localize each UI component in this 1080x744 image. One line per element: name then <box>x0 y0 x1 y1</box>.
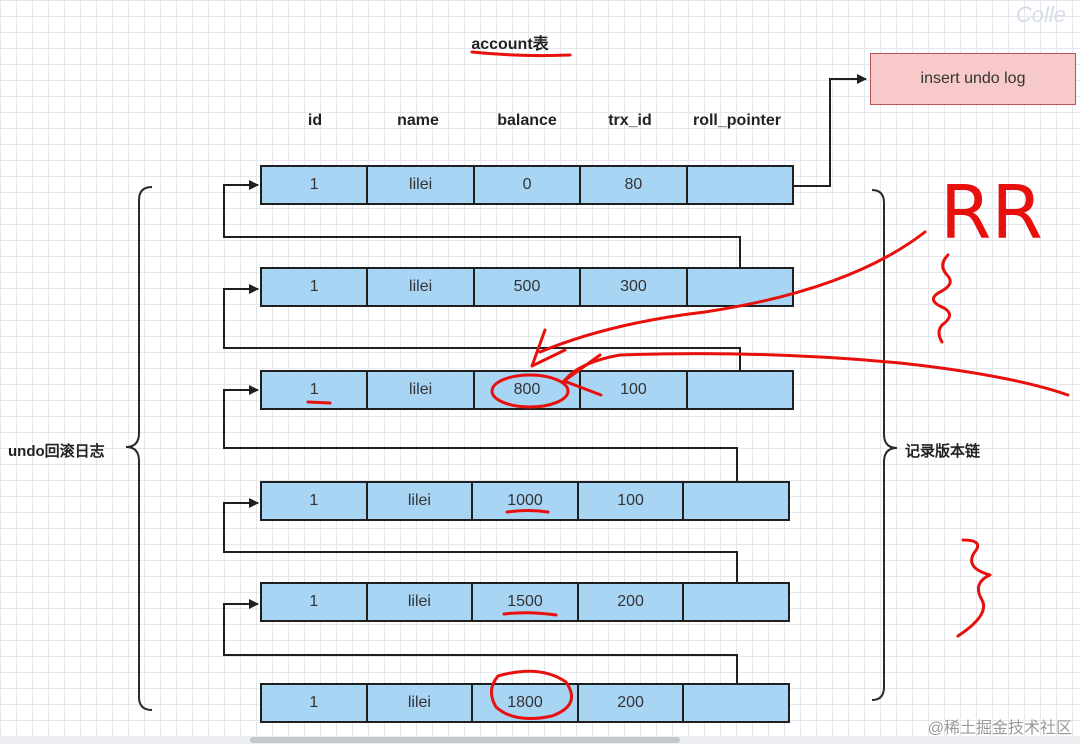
circle-1800 <box>490 669 574 720</box>
roll-pointer-connectors <box>223 74 867 683</box>
connector-row2-to-row1 <box>223 180 741 267</box>
curve-from-rr <box>538 230 927 354</box>
underline-title <box>470 50 572 58</box>
squiggle-rr <box>932 253 952 344</box>
column-header-trx-id: trx_id <box>608 112 652 129</box>
connector-row6-to-row5 <box>223 599 738 683</box>
version-chain-label: 记录版本链 <box>905 443 981 460</box>
curly-braces <box>125 186 898 711</box>
cell-balance: 1000 <box>473 483 579 519</box>
connector-row3-to-row2 <box>223 284 741 370</box>
cell-id: 1 <box>262 269 369 305</box>
rr-annotation: RR <box>940 170 1043 256</box>
cell-balance: 800 <box>475 372 582 408</box>
bracket-mark <box>956 538 992 638</box>
handwritten-annotations <box>306 50 1070 720</box>
cell-balance: 500 <box>475 269 582 305</box>
cell-id: 1 <box>262 584 368 620</box>
connector-row4-to-row3 <box>223 385 738 481</box>
cell-trx-id: 80 <box>581 167 688 203</box>
table-row: 1 lilei 0 80 <box>260 165 794 205</box>
underline-1000 <box>505 509 550 514</box>
cell-balance: 1500 <box>473 584 579 620</box>
cell-name: lilei <box>368 372 475 408</box>
cell-balance: 1800 <box>473 685 579 721</box>
cell-trx-id: 300 <box>581 269 688 305</box>
table-row: 1 lilei 800 100 <box>260 370 794 410</box>
arrowhead-rr <box>530 328 567 368</box>
left-brace <box>125 186 153 711</box>
cell-trx-id: 200 <box>579 584 685 620</box>
table-row: 1 lilei 500 300 <box>260 267 794 307</box>
curve-from-right <box>563 352 1070 397</box>
cell-id: 1 <box>262 372 369 408</box>
watermark-bottom: @稀土掘金技术社区 <box>927 720 1072 737</box>
underline-id <box>306 400 332 405</box>
cell-balance: 0 <box>475 167 582 203</box>
connector-row5-to-row4 <box>223 498 738 582</box>
cell-id: 1 <box>262 167 369 203</box>
table-row: 1 lilei 1800 200 <box>260 683 790 723</box>
cell-trx-id: 200 <box>579 685 685 721</box>
undo-log-label: undo回滚日志 <box>8 443 105 460</box>
column-header-roll-pointer: roll_pointer <box>692 112 781 129</box>
scrollbar-thumb[interactable] <box>250 737 680 743</box>
cell-id: 1 <box>262 483 368 519</box>
table-row: 1 lilei 1000 100 <box>260 481 790 521</box>
connector-row1-to-insert-log <box>794 74 867 187</box>
table-title: account表 <box>471 36 549 53</box>
column-header-id: id <box>307 112 323 129</box>
cell-trx-id: 100 <box>579 483 685 519</box>
cell-trx-id: 100 <box>581 372 688 408</box>
cell-id: 1 <box>262 685 368 721</box>
cell-name: lilei <box>368 483 474 519</box>
right-brace <box>871 189 898 701</box>
column-header-name: name <box>397 112 439 129</box>
cell-name: lilei <box>368 584 474 620</box>
watermark-top: Colle <box>1015 2 1066 27</box>
insert-undo-log-box: insert undo log <box>870 53 1076 105</box>
column-header-balance: balance <box>497 112 557 129</box>
cell-name: lilei <box>368 685 474 721</box>
table-row: 1 lilei 1500 200 <box>260 582 790 622</box>
insert-undo-log-label: insert undo log <box>920 70 1026 87</box>
cell-name: lilei <box>368 167 475 203</box>
arrowhead-right <box>562 353 603 397</box>
cell-name: lilei <box>368 269 475 305</box>
underline-1500 <box>502 611 558 617</box>
circle-800 <box>490 373 570 409</box>
